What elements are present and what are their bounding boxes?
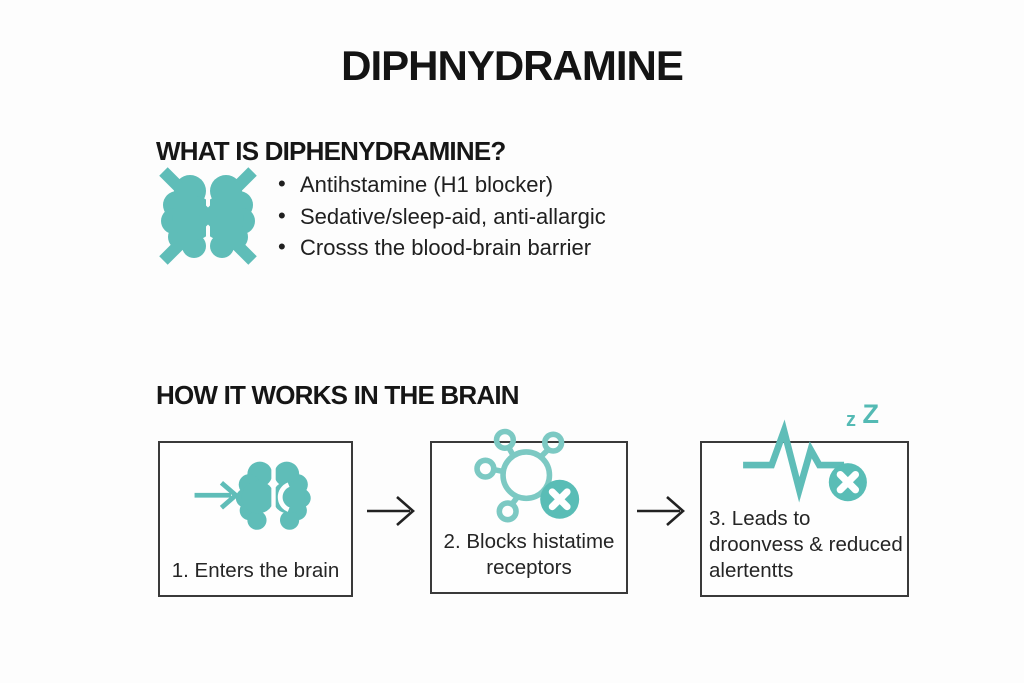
- brain-entry-icon: [160, 443, 351, 558]
- step-box-drowsiness: z Z 3. Leads to droonvess & reduced aler…: [700, 401, 909, 597]
- flow-arrow-icon: [366, 488, 418, 534]
- sleep-z-large: Z: [862, 399, 880, 429]
- what-bullet-list: Antihstamine (H1 blocker) Sedative/sleep…: [276, 168, 606, 264]
- page-title: DIPHNYDRAMINE: [341, 42, 684, 90]
- sleep-z-small: z: [846, 409, 856, 431]
- drowsiness-icon: z Z: [702, 401, 907, 506]
- what-section-heading: WHAT IS DIPHENYDRAMINE?: [156, 135, 506, 166]
- bullet-item: Crosss the blood-brain barrier: [276, 231, 606, 264]
- blocked-receptor-icon: [432, 425, 626, 529]
- step-label: 2. Blocks histatime receptors: [443, 530, 615, 579]
- crossed-brain-icon: [150, 158, 268, 272]
- step-box-enters-brain: 1. Enters the brain: [158, 441, 353, 597]
- step-label: 3. Leads to droonvess & reduced alertent…: [709, 507, 903, 582]
- how-section-heading: HOW IT WORKS IN THE BRAIN: [156, 379, 520, 410]
- bullet-item: Antihstamine (H1 blocker): [276, 168, 606, 201]
- step-box-blocks-receptors: 2. Blocks histatime receptors: [430, 428, 628, 594]
- bullet-item: Sedative/sleep-aid, anti-allargic: [276, 200, 606, 233]
- flow-arrow-icon: [636, 488, 688, 534]
- step-label: 1. Enters the brain: [171, 559, 340, 582]
